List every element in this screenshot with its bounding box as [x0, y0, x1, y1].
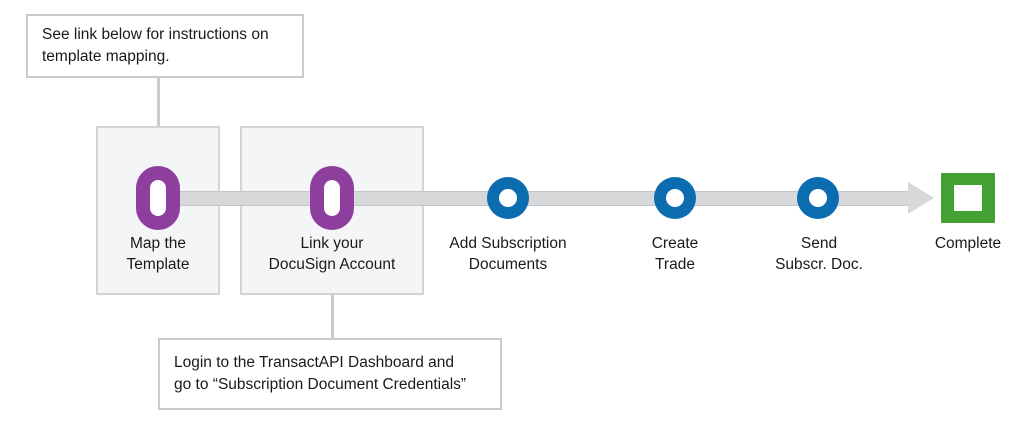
step-label-add-subscription: Add Subscription Documents [449, 235, 567, 274]
callout-top-text: See link below for instructions on templ… [42, 26, 269, 65]
step-label-complete: Complete [934, 235, 1002, 252]
step-label-send-subscr-doc: Send Subscr. Doc. [775, 235, 863, 274]
complete-square-icon [941, 173, 995, 223]
flow-arrow-head-icon [908, 182, 934, 214]
docusign-pill-icon [310, 166, 354, 230]
square-inner-shape [954, 185, 982, 211]
callout-bottom-text: Login to the TransactAPI Dashboard and g… [174, 354, 467, 393]
step-circle-icon [797, 177, 839, 219]
circle-inner-shape [809, 189, 827, 207]
circle-inner-shape [666, 189, 684, 207]
step-label-map-template: Map the Template [126, 235, 190, 274]
pill-inner-shape [324, 180, 340, 216]
step-label-link-docusign: Link your DocuSign Account [268, 235, 396, 274]
step-circle-icon [654, 177, 696, 219]
circle-inner-shape [499, 189, 517, 207]
docusign-pill-icon [136, 166, 180, 230]
callout-template-mapping: See link below for instructions on templ… [26, 14, 304, 78]
connector-top-callout [157, 78, 160, 126]
pill-inner-shape [150, 180, 166, 216]
step-circle-icon [487, 177, 529, 219]
callout-dashboard-credentials: Login to the TransactAPI Dashboard and g… [158, 338, 502, 410]
step-label-create-trade: Create Trade [651, 235, 699, 274]
connector-bottom-callout [331, 295, 334, 338]
